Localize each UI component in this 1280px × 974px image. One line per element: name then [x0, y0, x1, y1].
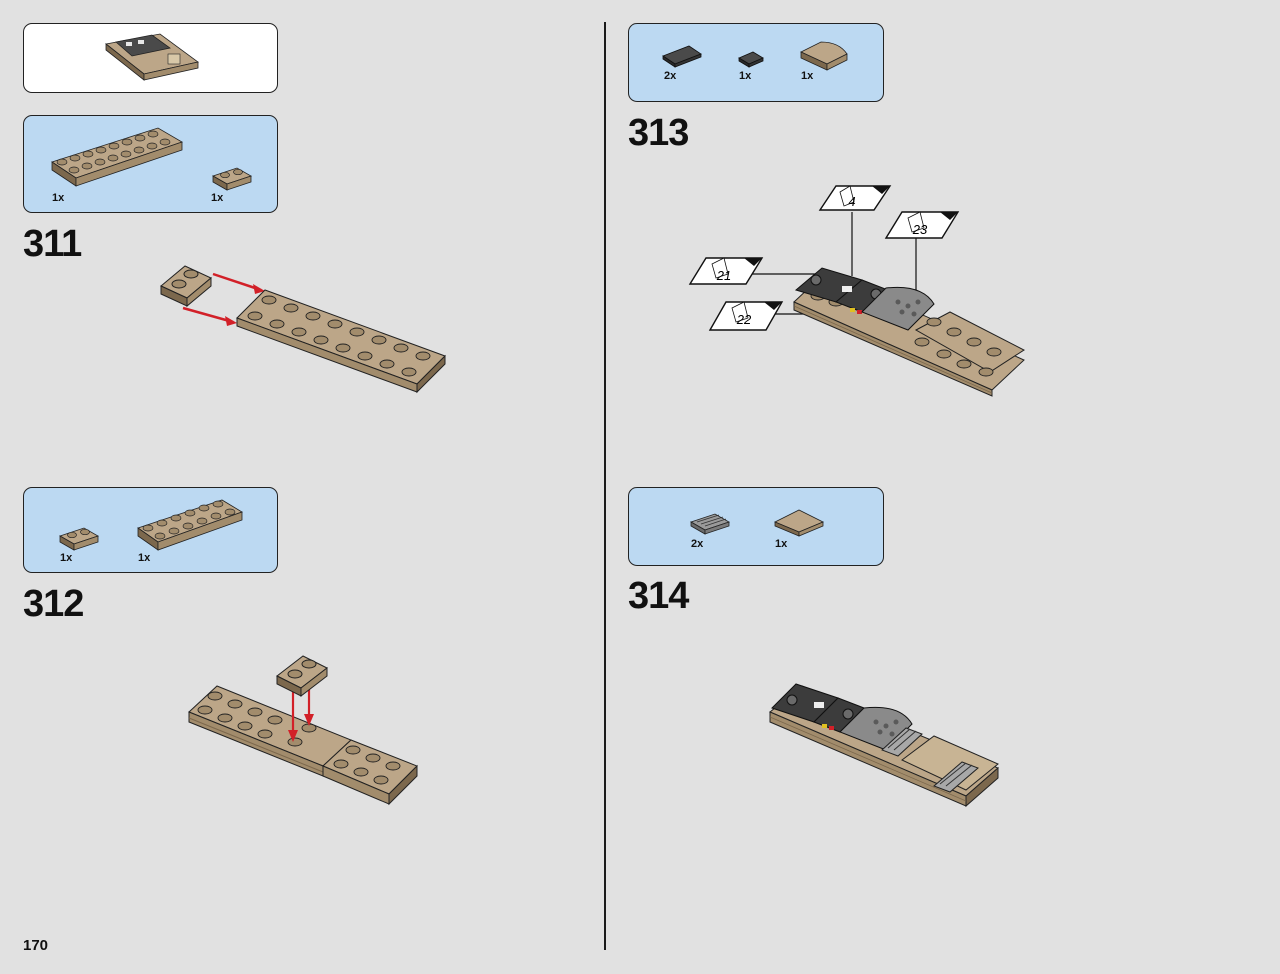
subassembly-box — [23, 23, 278, 93]
step-314-assembly-image — [769, 683, 999, 808]
step-number: 311 — [23, 223, 82, 265]
step-313-assembly-image: 4 23 21 22 — [688, 185, 1025, 397]
sticker-number: 23 — [912, 222, 928, 237]
part-qty: 1x — [52, 192, 65, 204]
sticker-number: 21 — [716, 268, 731, 283]
parts-box-step-313: 2x 1x 1x — [628, 23, 884, 102]
page-number: 170 — [23, 937, 49, 954]
part-plate-2x8-image — [51, 127, 183, 187]
sticker-callout-21: 21 — [688, 257, 764, 285]
part-slope-tan-image — [800, 41, 848, 71]
step-number: 312 — [23, 583, 84, 625]
parts-box-step-311: 1x 1x — [23, 115, 278, 213]
part-qty: 1x — [801, 70, 814, 82]
parts-box-step-312: 1x 1x — [23, 487, 278, 573]
part-tile-tan-image — [774, 509, 824, 537]
part-qty: 1x — [60, 552, 73, 564]
sticker-callout-23: 23 — [884, 211, 960, 239]
sticker-number: 4 — [848, 194, 855, 209]
part-qty: 1x — [775, 538, 788, 550]
page-divider — [604, 22, 606, 950]
part-qty: 1x — [739, 70, 752, 82]
step-312-assembly-image — [188, 655, 418, 806]
part-qty: 2x — [691, 538, 704, 550]
part-qty: 1x — [211, 192, 224, 204]
subassembly-model-image — [105, 33, 199, 81]
part-grille-tile-image — [690, 513, 730, 535]
part-tile-small-dark-image — [738, 51, 764, 68]
step-number: 314 — [628, 575, 689, 617]
sticker-callout-22: 22 — [708, 301, 784, 331]
part-plate-1x2-image — [212, 167, 252, 191]
parts-box-step-314: 2x 1x — [628, 487, 884, 566]
sticker-callout-4: 4 — [818, 185, 892, 211]
part-qty: 2x — [664, 70, 677, 82]
part-qty: 1x — [138, 552, 151, 564]
sticker-number: 22 — [736, 312, 752, 327]
step-number: 313 — [628, 112, 689, 154]
grille-tile — [933, 761, 979, 793]
part-plate-1x2-image — [59, 527, 99, 551]
grille-tile — [881, 727, 923, 757]
part-plate-2x6-image — [137, 499, 243, 551]
part-tile-dark-gray-image — [662, 45, 702, 68]
step-311-assembly-image — [160, 265, 446, 394]
